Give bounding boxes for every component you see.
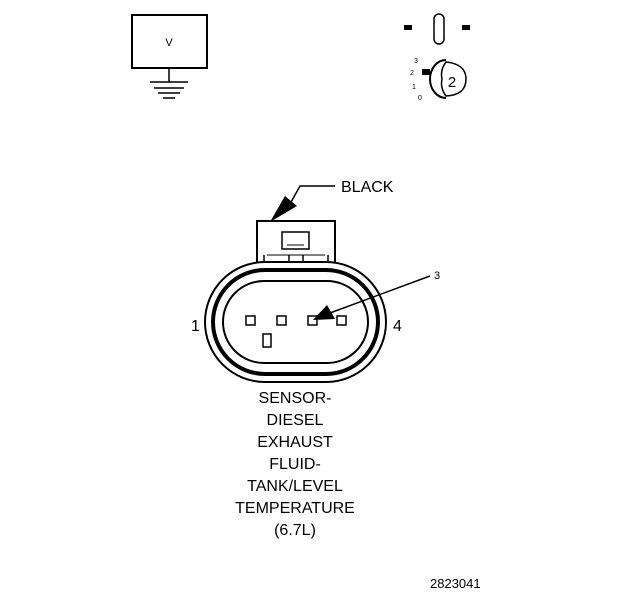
connector-body xyxy=(204,261,387,383)
switch-position-2: 2 xyxy=(410,70,414,77)
caption-line: FLUID- xyxy=(269,456,321,473)
caption-line: TANK/LEVEL xyxy=(247,478,343,495)
pin-cavity-1 xyxy=(245,315,256,326)
caption-line: DIESEL xyxy=(266,412,324,429)
wire-color-callout: BLACK xyxy=(270,179,394,222)
pin-label-right: 4 xyxy=(393,318,402,335)
pin-callout-label: 3 xyxy=(434,270,440,282)
wire-color-label: BLACK xyxy=(341,179,394,196)
voltmeter-label: V xyxy=(165,37,173,49)
switch-selected-value: 2 xyxy=(448,74,456,91)
pin-cavities xyxy=(245,315,347,348)
probe-indicator-icon xyxy=(404,13,470,45)
switch-position-3: 3 xyxy=(414,58,418,65)
ground-icon xyxy=(154,87,184,99)
component-caption: SENSOR- DIESEL EXHAUST FLUID- TANK/LEVEL… xyxy=(195,388,395,542)
connector-lock-tab xyxy=(256,220,336,270)
figure-id: 2823041 xyxy=(430,576,481,591)
polarizing-key xyxy=(262,333,272,348)
voltmeter-symbol: V xyxy=(131,14,208,99)
selector-switch-icon: 3 2 1 0 2 xyxy=(410,58,467,102)
switch-position-0: 0 xyxy=(418,95,422,102)
pin-cavity-3 xyxy=(307,315,318,326)
caption-line: EXHAUST xyxy=(257,434,333,451)
caption-line: (6.7L) xyxy=(274,522,316,539)
pin-label-left: 1 xyxy=(191,318,200,335)
caption-line: TEMPERATURE xyxy=(235,500,355,517)
switch-position-1: 1 xyxy=(412,84,416,91)
pin-callout-arrow: 3 xyxy=(313,270,440,320)
pin-cavity-2 xyxy=(276,315,287,326)
caption-line: SENSOR- xyxy=(258,390,332,407)
pin-cavity-4 xyxy=(336,315,347,326)
